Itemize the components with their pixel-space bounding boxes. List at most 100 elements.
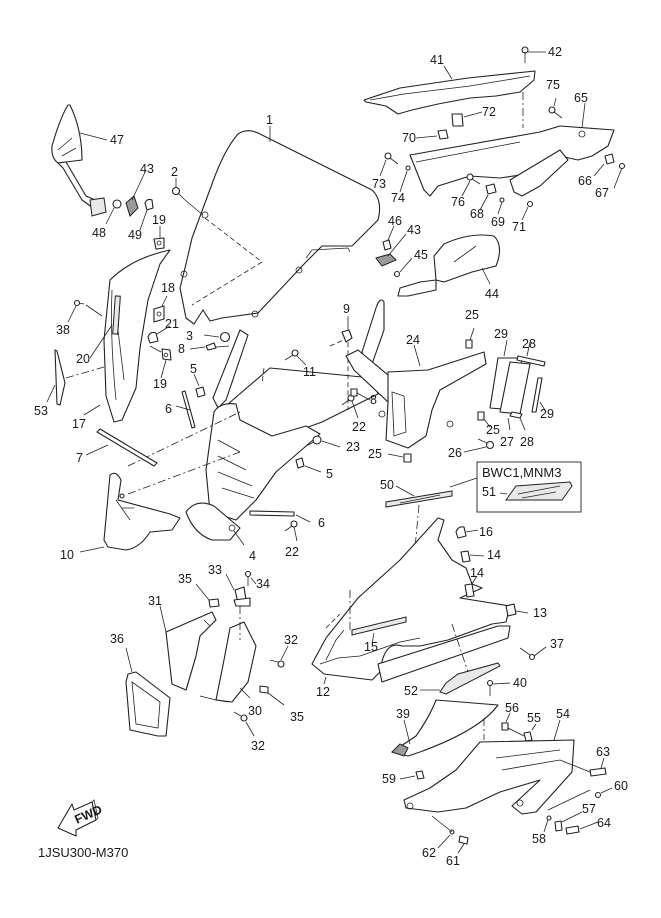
part-damper-68[interactable] — [479, 183, 497, 211]
callout-label-27[interactable]: 27 — [500, 435, 514, 449]
part-clip-18[interactable] — [153, 295, 168, 323]
callout-label-11[interactable]: 11 — [303, 365, 316, 379]
part-inner-stay-4[interactable] — [127, 329, 379, 546]
part-rear-side-cover-54[interactable] — [403, 718, 575, 815]
part-nut-46[interactable] — [382, 225, 395, 251]
part-8-left[interactable] — [189, 342, 230, 351]
part-screw-37[interactable] — [519, 646, 547, 661]
callout-label-19[interactable]: 19 — [153, 377, 167, 391]
callout-label-54[interactable]: 54 — [556, 707, 570, 721]
part-box-31[interactable] — [159, 605, 217, 691]
part-bolt-73[interactable] — [379, 152, 399, 177]
part-bolt-23[interactable] — [305, 435, 341, 448]
part-bolt-22-upper[interactable] — [341, 394, 359, 419]
part-screw-61[interactable] — [457, 835, 469, 854]
callout-label-50[interactable]: 50 — [380, 478, 394, 492]
callout-label-43[interactable]: 43 — [140, 162, 154, 176]
callout-label-71[interactable]: 71 — [512, 220, 526, 234]
callout-label-25[interactable]: 25 — [486, 423, 500, 437]
callout-label-74[interactable]: 74 — [391, 191, 405, 205]
part-screw-32-bottom[interactable] — [233, 711, 255, 737]
part-rubber-25-bottom[interactable] — [387, 453, 412, 463]
callout-label-52[interactable]: 52 — [404, 684, 418, 698]
callout-label-76[interactable]: 76 — [451, 195, 465, 209]
part-screw-40[interactable] — [486, 679, 511, 697]
callout-label-22[interactable]: 22 — [352, 420, 366, 434]
part-clip-72[interactable] — [451, 111, 483, 127]
callout-label-14[interactable]: 14 — [470, 566, 484, 580]
callout-label-20[interactable]: 20 — [76, 352, 90, 366]
callout-label-73[interactable]: 73 — [372, 177, 386, 191]
callout-label-47[interactable]: 47 — [110, 133, 124, 147]
part-strip-29-left[interactable] — [503, 339, 508, 357]
part-damper-66[interactable] — [593, 153, 615, 177]
callout-label-9[interactable]: 9 — [343, 302, 350, 316]
callout-label-29[interactable]: 29 — [494, 327, 508, 341]
callout-label-6[interactable]: 6 — [165, 402, 172, 416]
callout-label-45[interactable]: 45 — [414, 248, 428, 262]
part-emblem-52[interactable] — [420, 623, 501, 695]
part-strip-28-bottom[interactable] — [509, 411, 526, 431]
part-clip-70[interactable] — [415, 129, 449, 140]
part-collar-71[interactable] — [521, 200, 534, 221]
callout-label-38[interactable]: 38 — [56, 323, 70, 337]
part-grommet-16[interactable] — [455, 526, 479, 539]
part-strip-28-top[interactable] — [516, 341, 546, 367]
part-collar-69[interactable] — [497, 197, 505, 215]
callout-label-70[interactable]: 70 — [402, 131, 416, 145]
part-pad-8-right[interactable] — [350, 388, 371, 401]
part-grommet-21[interactable] — [147, 325, 171, 344]
part-53[interactable] — [46, 349, 105, 406]
part-clip-19-top[interactable] — [153, 226, 165, 250]
callout-label-37[interactable]: 37 — [550, 637, 564, 651]
callout-label-6[interactable]: 6 — [318, 516, 325, 530]
callout-label-46[interactable]: 46 — [388, 214, 402, 228]
callout-label-59[interactable]: 59 — [382, 772, 396, 786]
part-mirror-left[interactable] — [51, 104, 154, 231]
part-screw-42[interactable] — [521, 46, 546, 128]
callout-label-22[interactable]: 22 — [285, 545, 299, 559]
callout-label-25[interactable]: 25 — [368, 447, 382, 461]
part-sensor-33[interactable] — [225, 573, 251, 640]
callout-label-18[interactable]: 18 — [161, 281, 175, 295]
part-screw-64[interactable] — [565, 821, 599, 835]
part-washer-45[interactable] — [393, 257, 413, 278]
callout-label-63[interactable]: 63 — [596, 745, 610, 759]
callout-label-41[interactable]: 41 — [430, 53, 444, 67]
callout-label-32[interactable]: 32 — [251, 739, 265, 753]
callout-label-67[interactable]: 67 — [595, 186, 609, 200]
part-bolt-76[interactable] — [461, 173, 481, 197]
callout-label-56[interactable]: 56 — [505, 701, 519, 715]
part-rubber-25-right[interactable] — [477, 411, 491, 428]
part-collar-58[interactable] — [543, 815, 552, 833]
part-grommet-56[interactable] — [501, 712, 511, 731]
part-clip-14-lower[interactable] — [464, 575, 478, 598]
part-pad-5-left[interactable] — [193, 373, 206, 398]
part-damper-57[interactable] — [554, 811, 583, 832]
callout-label-33[interactable]: 33 — [208, 563, 222, 577]
callout-label-24[interactable]: 24 — [406, 333, 420, 347]
callout-label-14[interactable]: 14 — [487, 548, 501, 562]
callout-label-51[interactable]: 51 — [482, 485, 496, 499]
part-strip-29-right[interactable] — [531, 377, 547, 413]
part-bolt-75[interactable] — [548, 97, 563, 119]
callout-label-3[interactable]: 3 — [186, 329, 193, 343]
part-inner-panel-17[interactable] — [83, 249, 171, 423]
part-clip-14-upper[interactable] — [460, 550, 485, 563]
part-collar-74[interactable] — [399, 165, 411, 193]
part-clip-13[interactable] — [505, 603, 529, 617]
callout-label-69[interactable]: 69 — [491, 215, 505, 229]
callout-label-10[interactable]: 10 — [60, 548, 74, 562]
callout-label-26[interactable]: 26 — [448, 446, 462, 460]
part-rubber-25-top[interactable] — [465, 327, 475, 349]
callout-label-8[interactable]: 8 — [370, 393, 377, 407]
callout-label-5[interactable]: 5 — [190, 362, 197, 376]
callout-label-32[interactable]: 32 — [284, 633, 298, 647]
part-cover-36[interactable] — [125, 647, 171, 737]
callout-label-65[interactable]: 65 — [574, 91, 588, 105]
callout-label-28[interactable]: 28 — [522, 337, 536, 351]
callout-label-35[interactable]: 35 — [290, 710, 304, 724]
callout-label-43[interactable]: 43 — [407, 223, 421, 237]
callout-label-72[interactable]: 72 — [482, 105, 496, 119]
callout-label-30[interactable]: 30 — [248, 704, 262, 718]
